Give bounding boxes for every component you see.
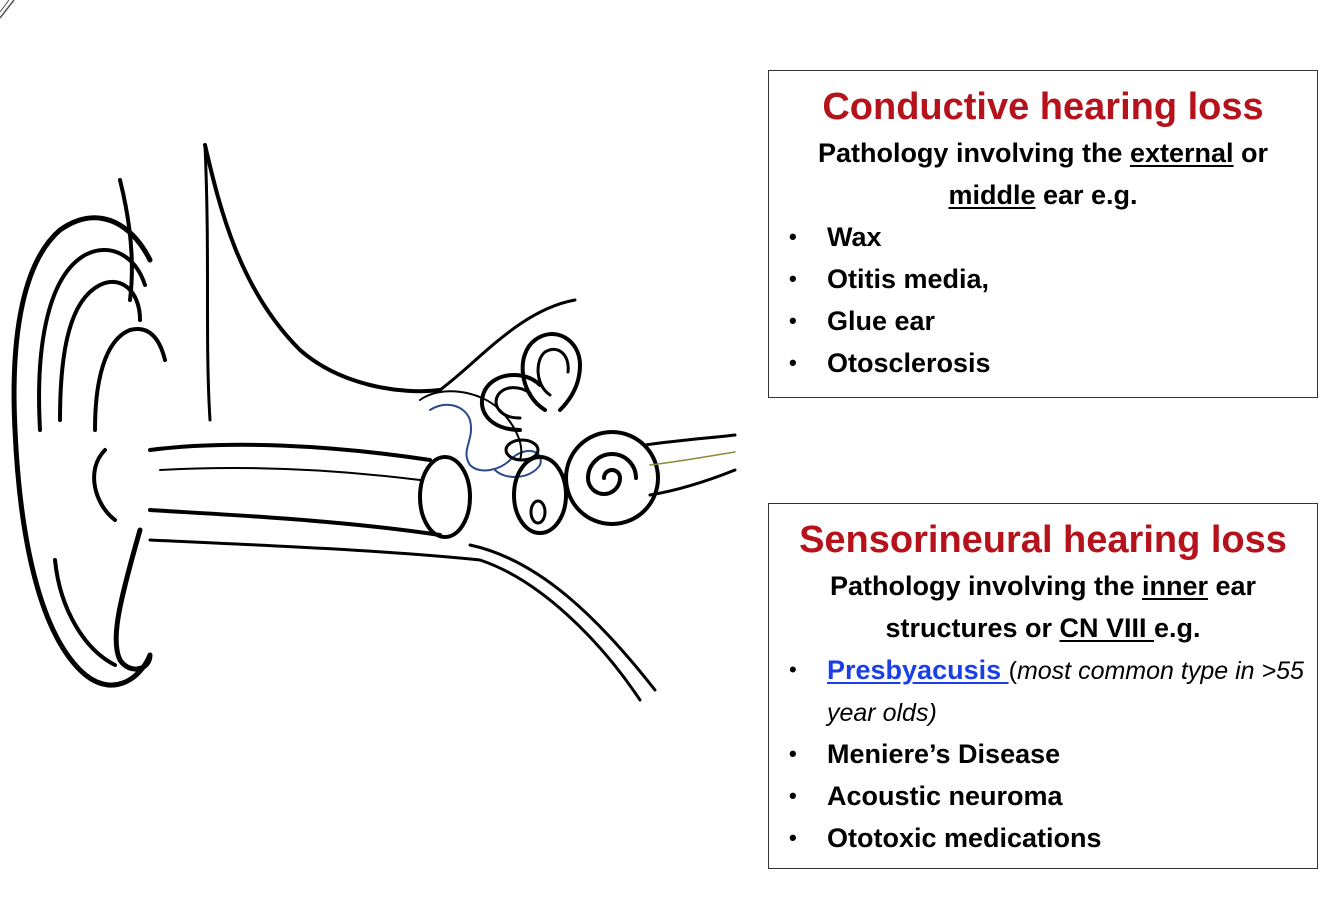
skull-base-line [148, 538, 642, 702]
conductive-causes-list: •Wax •Otitis media, •Glue ear •Otosclero… [769, 216, 1317, 384]
nerve-fibre [649, 451, 736, 466]
list-item: •Otitis media, [789, 264, 990, 294]
head-outline-left [118, 178, 134, 302]
ear-anatomy-illustration [11, 143, 737, 702]
sensorineural-title: Sensorineural hearing loss [799, 519, 1287, 561]
bone-line-upper [438, 298, 577, 392]
tragus [92, 448, 117, 522]
conductive-desc-suffix: ear e.g. [1035, 180, 1138, 210]
conductive-desc-external: external [1129, 138, 1234, 168]
tympanic-membrane [418, 455, 472, 539]
semicircular-canal-2-inner [494, 386, 532, 420]
presbyacusis-note-paren: ( [1008, 657, 1017, 685]
sensorineural-description: Pathology involving the inner ear struct… [779, 565, 1307, 649]
conductive-title: Conductive hearing loss [822, 86, 1264, 128]
semicircular-canal-1 [520, 332, 582, 412]
list-item-text: Wax [827, 222, 882, 252]
sensorineural-desc-prefix: Pathology involving the [829, 571, 1142, 601]
semicircular-canal-2 [479, 372, 542, 432]
conductive-description: Pathology involving the external or midd… [779, 132, 1307, 216]
presbyacusis-note: most common type in >55 year olds) [827, 657, 1304, 727]
sensorineural-desc-inner: inner [1141, 571, 1208, 601]
list-item-text: Ototoxic medications [827, 823, 1102, 853]
conductive-desc-middle: or [1233, 138, 1269, 168]
head-outline-temporal [203, 143, 442, 394]
round-window [529, 499, 547, 525]
ear-canal-inner-line [159, 467, 421, 481]
sensorineural-desc-middle: ear structures or [885, 571, 1257, 643]
antihelix [58, 279, 142, 422]
corner-mark [0, 0, 15, 19]
semicircular-canal-1-inner [536, 347, 570, 397]
ear-canal-lower [148, 508, 442, 537]
list-item: •Meniere’s Disease [789, 739, 1061, 769]
conductive-desc-middle-word: middle [948, 180, 1036, 210]
sensorineural-desc-cn8: CN VIII [1059, 613, 1155, 643]
sensorineural-causes-list: •Presbyacusis (most common type in >55 y… [769, 649, 1317, 859]
skull-base-line-2 [468, 543, 657, 692]
sensorineural-desc-suffix: e.g. [1154, 613, 1201, 643]
concha [93, 327, 167, 432]
cochlear-nerve-upper [643, 433, 737, 447]
list-item: •Presbyacusis (most common type in >55 y… [789, 655, 1304, 727]
list-item-text: Otosclerosis [827, 348, 991, 378]
list-item-text: Otitis media, [827, 264, 990, 294]
list-item-text: Acoustic neuroma [827, 781, 1063, 811]
temporal-line [203, 143, 212, 422]
oval-window [504, 438, 540, 462]
conductive-desc-prefix: Pathology involving the [817, 138, 1130, 168]
pinna-outline [11, 215, 153, 688]
list-item-text: Glue ear [827, 306, 936, 336]
list-item: •Wax [789, 222, 882, 252]
list-item-text: Meniere’s Disease [827, 739, 1061, 769]
pinna-helix-inner [37, 248, 147, 432]
list-item: •Glue ear [789, 306, 936, 336]
ear-canal-upper [148, 442, 432, 462]
list-item: •Acoustic neuroma [789, 781, 1063, 811]
list-item: •Otosclerosis [789, 348, 991, 378]
sensorineural-hearing-loss-box: Sensorineural hearing loss Pathology inv… [768, 503, 1318, 869]
cochlea-spiral [586, 452, 638, 496]
presbyacusis-link[interactable]: Presbyacusis [827, 655, 1009, 685]
vestibule [512, 455, 568, 535]
cochlear-nerve-lower [648, 468, 737, 497]
list-item: •Ototoxic medications [789, 823, 1102, 853]
ossicles [429, 403, 542, 478]
conductive-hearing-loss-box: Conductive hearing loss Pathology involv… [768, 70, 1318, 398]
cochlea-outer [564, 430, 660, 526]
lobule [53, 558, 117, 667]
